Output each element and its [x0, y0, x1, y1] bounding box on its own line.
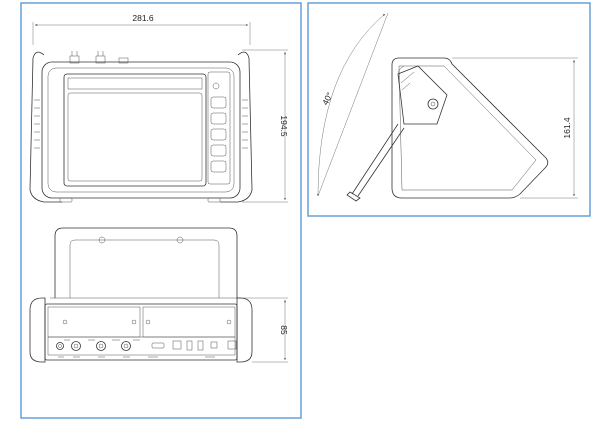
connector-height-label: 85 — [279, 325, 289, 335]
hinge-plate — [397, 65, 448, 125]
top-connector-1 — [69, 55, 80, 64]
io-ports — [151, 340, 237, 351]
left-panel — [47, 306, 141, 338]
side-height-label: 161.4 — [562, 117, 572, 139]
bnc-connectors — [56, 341, 131, 351]
left-view-frame — [20, 2, 302, 419]
front-view-device — [29, 51, 253, 203]
screen-bezel — [63, 73, 207, 187]
device-body — [41, 61, 241, 199]
front-height-label: 194.5 — [279, 115, 289, 137]
device-side-body — [391, 57, 549, 199]
right-view-frame — [307, 2, 591, 217]
right-panel — [142, 306, 236, 338]
connector-view-handle — [50, 227, 244, 299]
left-end-bumper — [29, 297, 46, 363]
front-width-label: 281.6 — [132, 13, 154, 23]
hinge-screw — [427, 98, 439, 110]
front-width-dimension: 281.6 — [32, 13, 251, 45]
connector-panel-body — [29, 297, 253, 363]
tilt-angle-dimension: 40° — [317, 12, 389, 197]
right-bumper — [220, 51, 253, 203]
screen-display — [67, 92, 203, 182]
side-height-dimension: 161.4 — [452, 57, 578, 199]
side-view-device — [346, 57, 549, 202]
side-buttons — [207, 71, 231, 185]
top-connector-3 — [118, 57, 129, 64]
connector-height-dimension: 85 — [244, 297, 289, 363]
top-connector-2 — [95, 55, 106, 64]
right-end-bumper — [236, 297, 253, 363]
left-bumper — [29, 51, 62, 203]
tilt-angle-label: 40° — [320, 91, 335, 107]
front-height-dimension: 194.5 — [242, 49, 289, 203]
